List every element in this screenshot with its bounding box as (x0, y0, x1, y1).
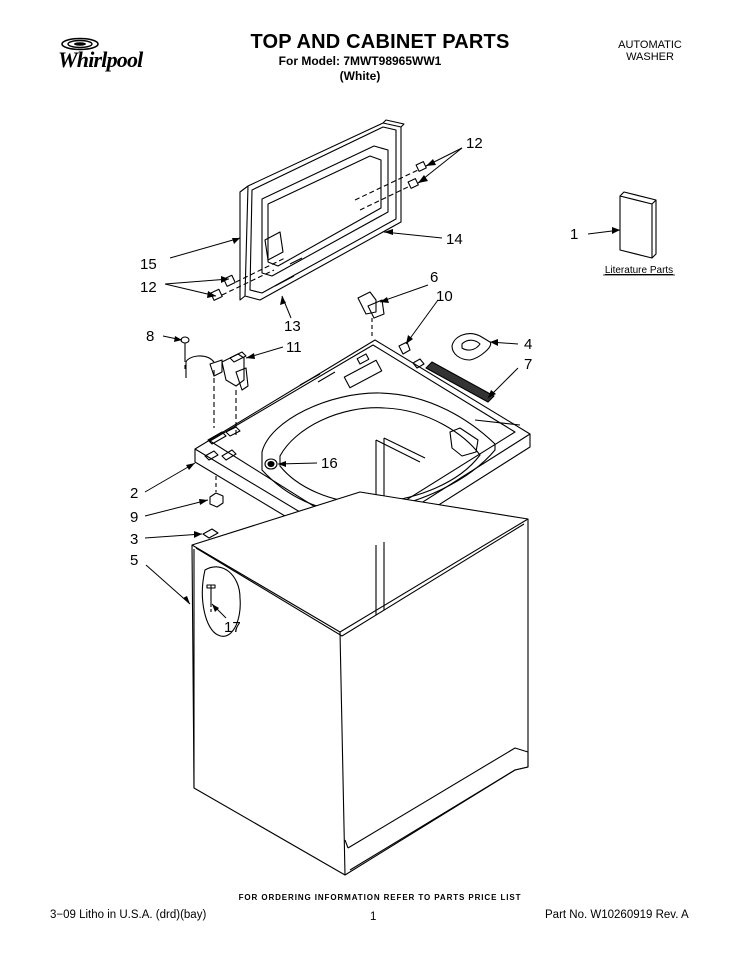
lid-hinge (264, 231, 284, 261)
callout-8: 8 (146, 328, 154, 345)
page-title: TOP AND CABINET PARTS (250, 31, 510, 53)
callout-9: 9 (130, 509, 138, 526)
page-number: 1 (370, 911, 377, 923)
callout-13: 13 (284, 318, 301, 335)
brand-name: Whirlpool (58, 47, 143, 72)
fitting-16 (264, 458, 278, 470)
swirl-icon (61, 37, 99, 51)
callout-12-lower: 12 (140, 279, 157, 296)
literature-parts-label: Literature Parts (605, 265, 673, 276)
callout-10: 10 (436, 288, 453, 305)
bleach-dispenser (451, 333, 492, 361)
callout-14: 14 (446, 231, 463, 248)
appliance-type-line1: AUTOMATIC (618, 39, 682, 51)
litho-info: 3−09 Litho in U.S.A. (drd)(bay) (50, 909, 207, 921)
callout-3: 3 (130, 531, 138, 548)
ordering-info: FOR ORDERING INFORMATION REFER TO PARTS … (238, 893, 522, 902)
literature-parts-book (619, 191, 657, 259)
clip-6 (357, 291, 385, 338)
clip-10 (398, 341, 411, 355)
whirlpool-logo: Whirlpool (56, 37, 174, 77)
appliance-type-line2: WASHER (626, 51, 674, 63)
callout-1: 1 (570, 226, 578, 243)
washer-top-panel (194, 339, 531, 559)
lid-switch (185, 351, 249, 436)
callout-7: 7 (524, 356, 532, 373)
part-number: Part No. W10260919 Rev. A (545, 909, 689, 921)
clip-3 (202, 528, 219, 539)
callout-15: 15 (140, 256, 157, 273)
callout-12-upper: 12 (466, 135, 483, 152)
callout-17: 17 (224, 619, 241, 636)
lid-part (239, 119, 405, 301)
cabinet (191, 491, 529, 876)
model-number: For Model: 7MWT98965WW1 (278, 54, 442, 68)
callout-arrowheads (174, 159, 620, 612)
model-color: (White) (339, 69, 381, 83)
nut-9 (209, 492, 224, 508)
callout-6: 6 (430, 269, 438, 286)
callout-4: 4 (524, 336, 532, 353)
filter-strip-7 (412, 358, 495, 403)
callout-leaders (144, 147, 621, 619)
screw-8 (180, 336, 190, 372)
callout-16: 16 (321, 455, 338, 472)
callout-5: 5 (130, 552, 138, 569)
callout-11: 11 (286, 339, 302, 356)
callout-numbers: 12 14 1 15 12 6 10 13 8 11 4 7 16 2 9 3 … (130, 135, 578, 636)
callout-2: 2 (130, 485, 138, 502)
